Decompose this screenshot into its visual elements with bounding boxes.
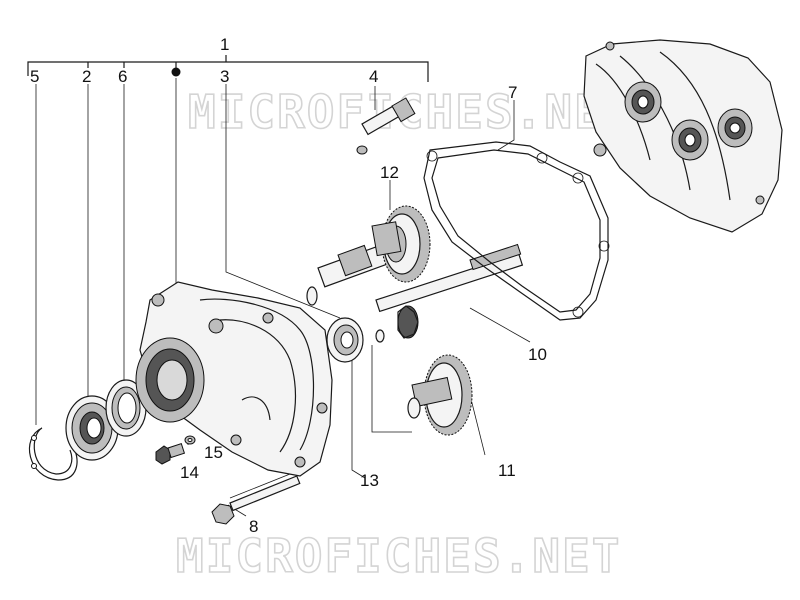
callout-11: 11 [498, 461, 516, 480]
callout-7: 7 [508, 83, 517, 102]
callout-6: 6 [118, 67, 127, 86]
bearing-13 [326, 317, 364, 363]
watermark-bottom: MICROFICHES.NET [176, 529, 621, 583]
callout-13: 13 [360, 471, 379, 490]
callout-12: 12 [380, 163, 399, 182]
snap-ring [28, 427, 78, 481]
group-bracket [27, 55, 429, 82]
leader-lines [35, 78, 531, 517]
callout-3: 3 [220, 67, 229, 86]
callout-5: 5 [30, 67, 39, 86]
callout-14: 14 [180, 463, 199, 482]
callout-8: 8 [249, 517, 258, 536]
callout-4: 4 [369, 67, 378, 86]
breather-4 [356, 97, 416, 155]
crankcase-half [583, 39, 783, 233]
bullet-dot [171, 67, 181, 77]
gear-shaft-12 [306, 205, 431, 306]
callout-15: 15 [204, 443, 223, 462]
callout-2: 2 [82, 67, 91, 86]
callout-1: 1 [220, 35, 229, 54]
gear-11 [407, 354, 473, 436]
callout-labels: 1 5 2 6 3 4 7 12 10 11 13 15 14 8 [30, 35, 547, 536]
callout-10: 10 [528, 345, 547, 364]
bolt-8 [211, 475, 301, 525]
washer-15 [184, 435, 196, 445]
gasket-7 [423, 141, 610, 321]
plug-screw-14 [155, 443, 186, 465]
transmission-cover [135, 281, 333, 477]
